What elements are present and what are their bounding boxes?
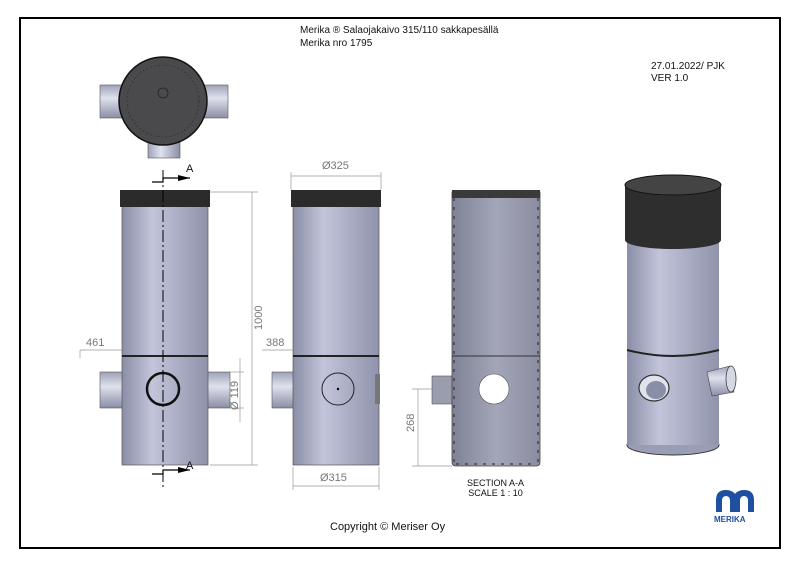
merika-logo [716, 490, 754, 512]
section-marker-bottom: A [186, 460, 194, 472]
side-view [262, 172, 382, 490]
dim-offset-side: 388 [266, 337, 285, 349]
section-marker-top: A [186, 163, 194, 175]
drawing-border [19, 17, 781, 549]
front-view [79, 170, 258, 487]
title-line-1: Merika ® Salaojakaivo 315/110 sakkapesäl… [300, 25, 499, 36]
dim-top-diameter: Ø325 [322, 160, 349, 172]
section-view [412, 190, 541, 467]
dim-outlet-diameter: Ø 119 [229, 380, 241, 410]
dim-height: 1000 [253, 305, 265, 330]
dim-offset-front: 461 [86, 337, 105, 349]
section-label-scale: SCALE 1 : 10 [468, 488, 523, 498]
section-label: SECTION A-A SCALE 1 : 10 [467, 478, 524, 498]
top-view [99, 56, 229, 159]
logo-text: MERIKA [714, 515, 746, 524]
section-label-title: SECTION A-A [467, 478, 525, 488]
revision-version: VER 1.0 [651, 73, 689, 84]
revision-date: 27.01.2022/ PJK [651, 61, 725, 72]
isometric-view [624, 174, 737, 456]
dim-section-height: 268 [405, 413, 417, 432]
copyright: Copyright © Meriser Oy [330, 521, 446, 533]
title-line-2: Merika nro 1795 [300, 38, 373, 49]
dim-bottom-diameter: Ø315 [320, 472, 347, 484]
